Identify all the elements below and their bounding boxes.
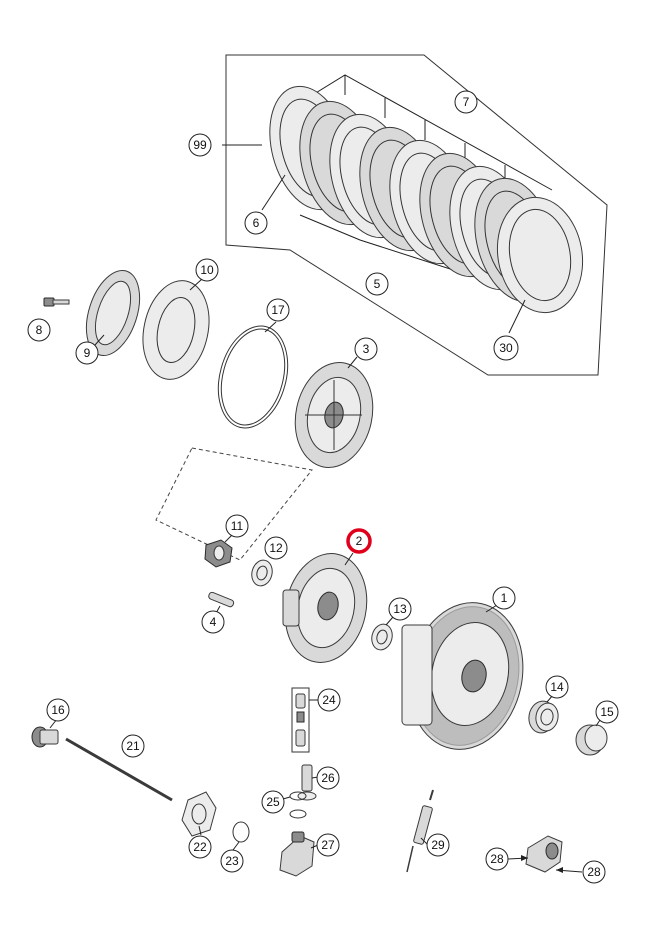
bearing-ring-9[interactable] xyxy=(77,264,150,363)
callout-9: 9 xyxy=(75,341,99,365)
callout-30: 30 xyxy=(493,335,519,361)
callout-label: 28 xyxy=(490,852,504,866)
push-rod-21[interactable] xyxy=(65,737,173,802)
disc-stack xyxy=(269,85,584,314)
callout-label: 3 xyxy=(363,342,370,356)
callout-14: 14 xyxy=(545,675,569,699)
callout-28a: 28 xyxy=(485,847,509,871)
check-valve-24[interactable] xyxy=(291,687,310,753)
callout-label: 9 xyxy=(84,346,91,360)
callout-24: 24 xyxy=(317,688,341,712)
callout-17: 17 xyxy=(266,298,290,322)
callout-label: 15 xyxy=(600,705,614,719)
group-outline-99 xyxy=(225,54,608,376)
callout-label: 30 xyxy=(499,341,513,355)
callout-label: 29 xyxy=(431,838,445,852)
lock-washer-12[interactable] xyxy=(249,558,275,588)
callout-3: 3 xyxy=(354,337,378,361)
pin-4[interactable] xyxy=(208,591,235,608)
callout-label: 6 xyxy=(253,216,260,230)
callout-label: 25 xyxy=(266,795,280,809)
washer-13[interactable] xyxy=(369,622,395,652)
slave-cylinder-27[interactable] xyxy=(279,831,315,877)
callout-label: 14 xyxy=(550,680,564,694)
callout-label: 27 xyxy=(321,838,335,852)
callout-label: 13 xyxy=(393,602,407,616)
callout-1: 1 xyxy=(492,586,516,610)
callout-4: 4 xyxy=(201,610,225,634)
bushing-15[interactable] xyxy=(575,724,608,756)
sealing-ring-25a[interactable] xyxy=(289,791,307,801)
callout-21: 21 xyxy=(121,734,145,758)
callout-10: 10 xyxy=(195,258,219,282)
callout-label: 17 xyxy=(271,303,285,317)
callout-label: 22 xyxy=(193,840,207,854)
callout-label: 10 xyxy=(200,263,214,277)
banjo-fitting-26[interactable] xyxy=(297,764,317,801)
callout-label: 8 xyxy=(36,323,43,337)
washer-10[interactable] xyxy=(134,274,217,385)
callout-label: 21 xyxy=(126,739,140,753)
callout-6: 6 xyxy=(244,211,268,235)
callout-label: 26 xyxy=(321,771,335,785)
inner-clutch-hub-2[interactable] xyxy=(275,546,376,670)
callout-label: 28 xyxy=(587,865,601,879)
callout-99: 99 xyxy=(188,133,212,157)
o-ring-23[interactable] xyxy=(232,821,250,843)
callout-25: 25 xyxy=(261,790,285,814)
callout-15: 15 xyxy=(595,700,619,724)
callout-27: 27 xyxy=(316,833,340,857)
callout-11: 11 xyxy=(225,514,249,538)
callout-7: 7 xyxy=(454,90,478,114)
callout-label: 99 xyxy=(193,138,207,152)
master-cylinder-28[interactable] xyxy=(525,835,563,873)
callout-8: 8 xyxy=(27,318,51,342)
callout-23: 23 xyxy=(220,849,244,873)
callout-2: 2 xyxy=(346,528,372,554)
gasket-22[interactable] xyxy=(181,791,217,837)
callout-26: 26 xyxy=(316,766,340,790)
assembly-guide-dashed xyxy=(155,447,313,561)
callout-label: 5 xyxy=(374,277,381,291)
sealing-ring-25b[interactable] xyxy=(289,809,307,819)
o-ring-17[interactable] xyxy=(208,318,299,436)
bolt-8[interactable] xyxy=(43,297,70,307)
clutch-basket-1[interactable] xyxy=(396,592,536,760)
callout-label: 23 xyxy=(225,854,239,868)
callout-29: 29 xyxy=(426,833,450,857)
nut-11[interactable] xyxy=(204,539,233,568)
callout-16: 16 xyxy=(46,698,70,722)
callout-label: 4 xyxy=(210,615,217,629)
callout-label: 7 xyxy=(463,95,470,109)
callout-5: 5 xyxy=(365,272,389,296)
needle-bearing-14[interactable] xyxy=(526,699,560,735)
callout-12: 12 xyxy=(264,536,288,560)
callout-label: 2 xyxy=(356,534,363,548)
pressure-plate-3[interactable] xyxy=(286,355,382,474)
callout-label: 12 xyxy=(269,541,283,555)
callout-13: 13 xyxy=(388,597,412,621)
callout-label: 16 xyxy=(51,703,65,717)
callout-label: 1 xyxy=(501,591,508,605)
clutch-disc-pack[interactable] xyxy=(222,54,608,376)
bleeder-tool-29[interactable] xyxy=(406,789,434,873)
callout-22: 22 xyxy=(188,835,212,859)
callout-28b: 28 xyxy=(582,860,606,884)
callout-label: 11 xyxy=(231,519,244,533)
push-rod-end-16[interactable] xyxy=(31,726,59,748)
callout-label: 24 xyxy=(322,693,336,707)
